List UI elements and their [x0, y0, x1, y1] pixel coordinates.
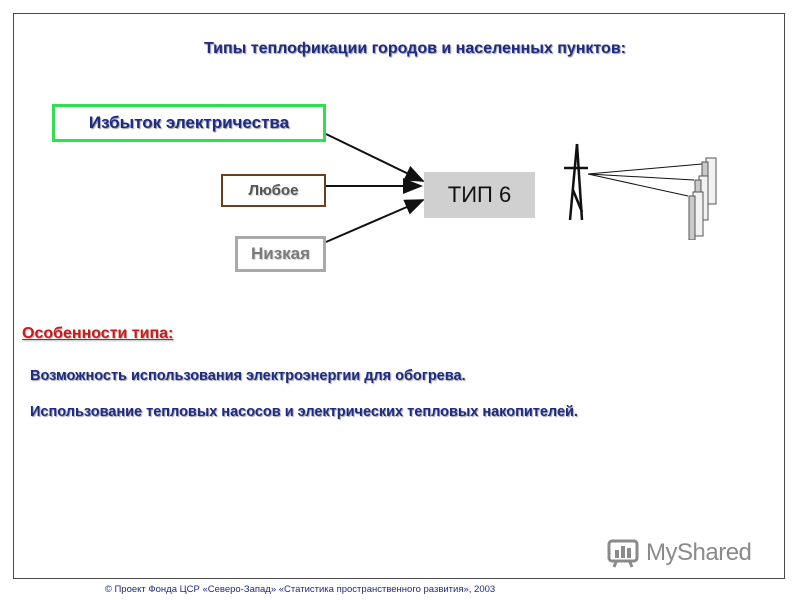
feature-item: Использование тепловых насосов и электри…	[30, 404, 578, 420]
features-heading: Особенности типа:	[22, 325, 174, 342]
feature-item: Возможность использования электроэнергии…	[30, 368, 466, 384]
slide-title: Типы теплофикации городов и населенных п…	[204, 40, 626, 57]
buildings-icon	[688, 157, 717, 240]
myshared-logo-icon	[607, 539, 639, 568]
power-pylon-icon	[564, 143, 588, 221]
watermark: MyShared	[606, 536, 752, 570]
slide-frame	[13, 13, 785, 579]
arrow-low-to-type	[325, 199, 425, 243]
watermark-text: MyShared	[646, 539, 752, 566]
power-line-buildings-illustration	[564, 143, 717, 240]
input-low: Низкая	[235, 236, 326, 272]
input-any: Любое	[221, 174, 326, 207]
type-box: ТИП 6	[424, 172, 535, 218]
input-excess-electricity: Избыток электричества	[52, 104, 326, 142]
footer-copyright: © Проект Фонда ЦСР «Северо-Запад» «Стати…	[104, 584, 496, 595]
arrow-excess-to-type	[325, 133, 425, 182]
